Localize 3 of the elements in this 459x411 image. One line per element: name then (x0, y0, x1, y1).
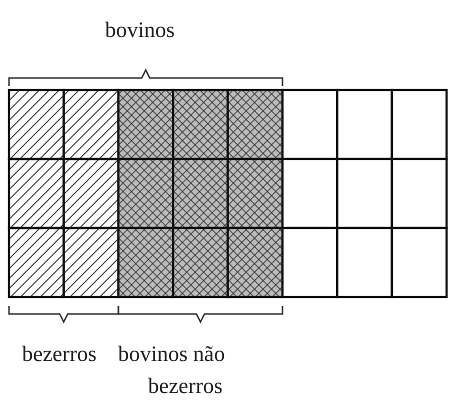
group-label: bezerros (22, 340, 97, 368)
group-label: bovinos (105, 16, 175, 44)
group-label: bovinos não bezerros (118, 340, 226, 400)
